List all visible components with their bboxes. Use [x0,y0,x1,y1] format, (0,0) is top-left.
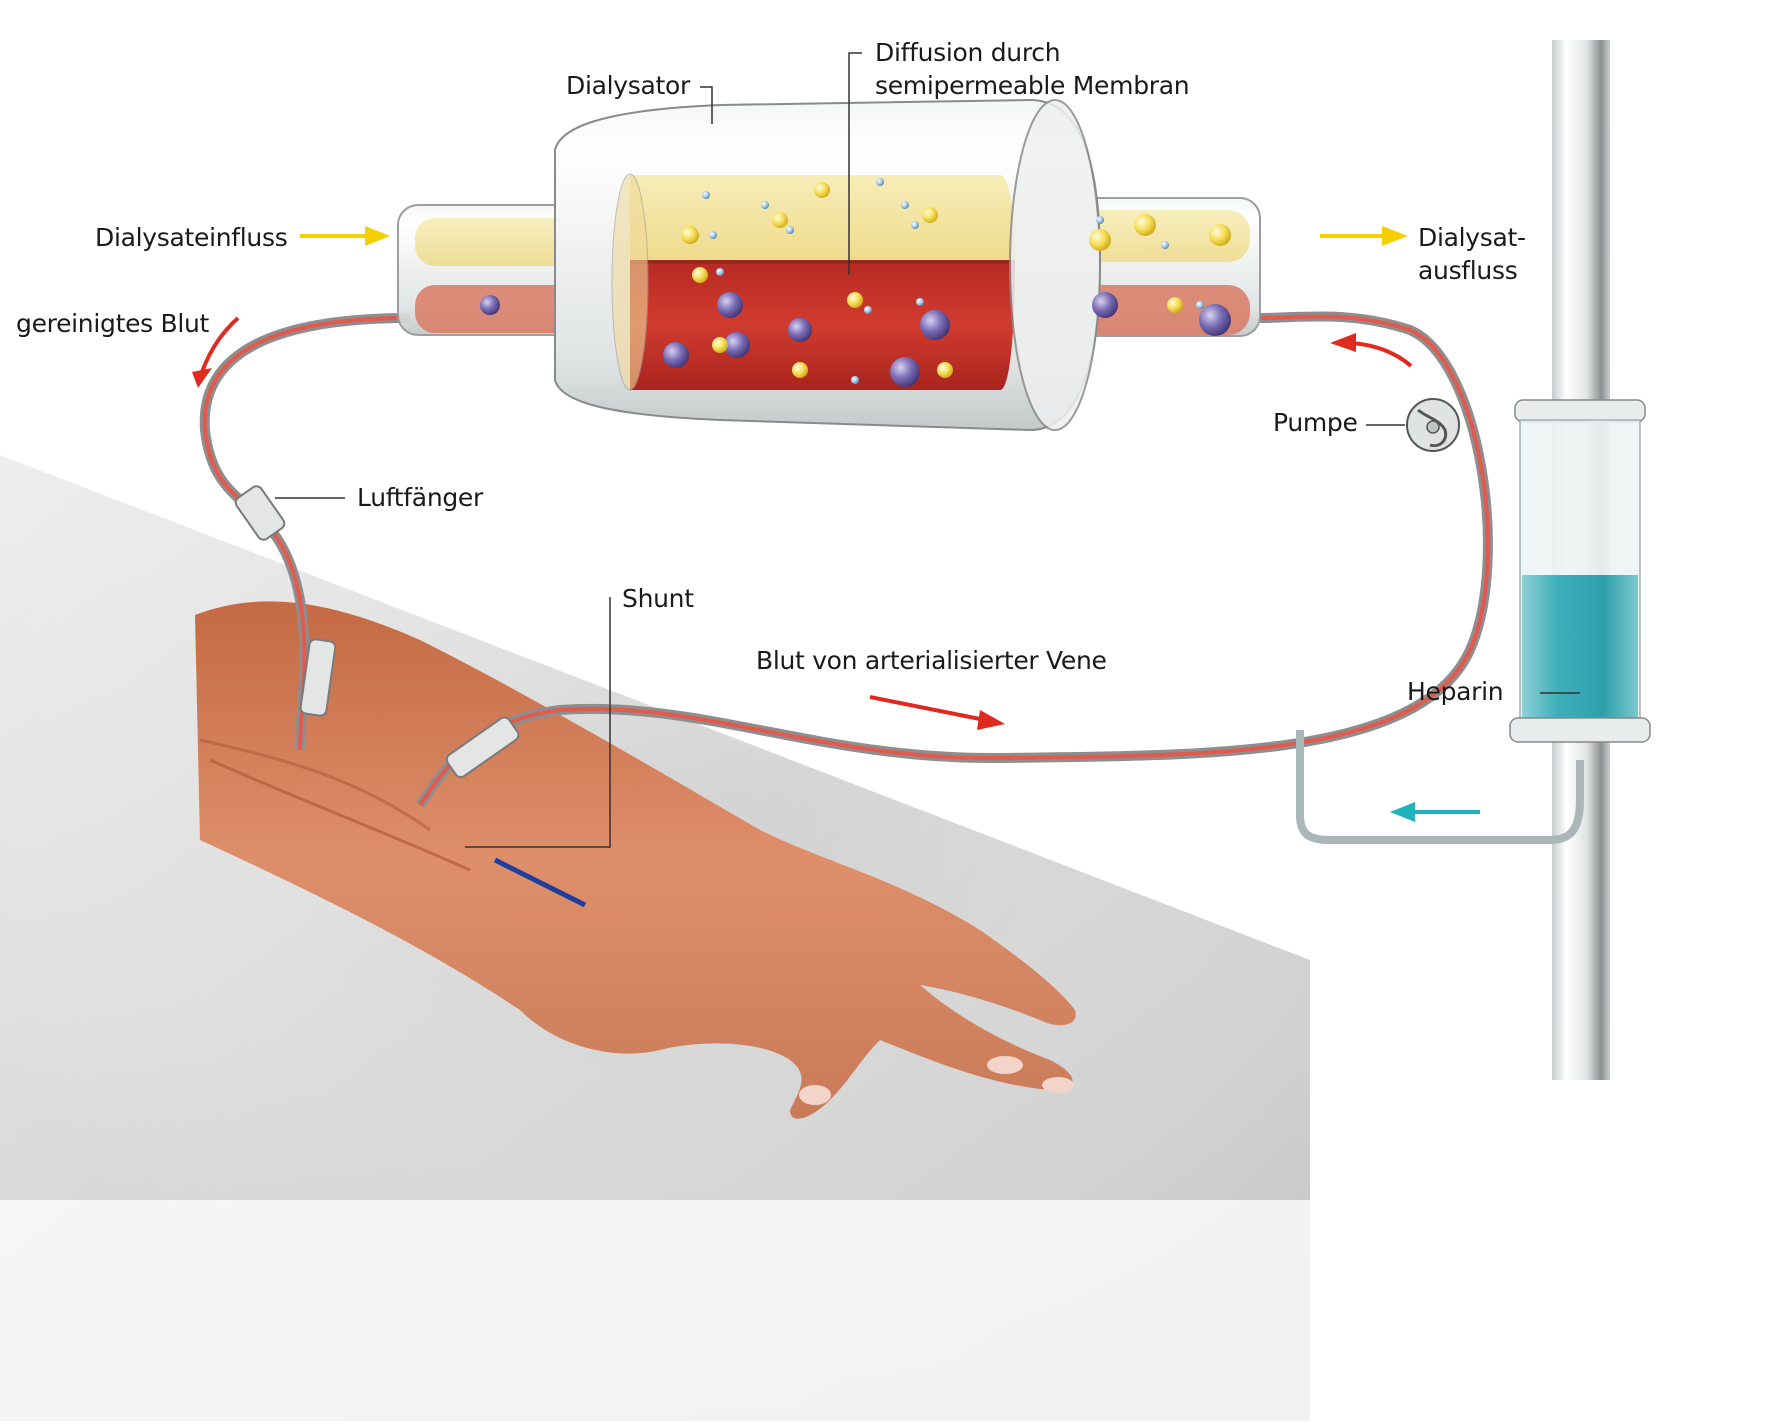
flow-arrows [192,226,1480,822]
dialysate-outflow-arrow [1320,226,1408,246]
particles-medium [681,182,1231,378]
particles-large [480,292,1231,387]
heparin-flow-arrow [1390,802,1480,822]
pump [1406,398,1460,452]
air-trap [234,485,286,541]
label-air-trap: Luftfänger [357,483,483,512]
needle-vein [493,857,587,908]
heparin-syringe [1509,399,1651,743]
fingernail [1042,1077,1074,1093]
pump-flow-arrow [1351,341,1413,368]
label-dialysate-outflow-line2: ausfluss [1418,256,1518,285]
dialyzer [397,98,1261,432]
label-purified-blood: gereinigtes Blut [16,309,210,338]
needle-connector-arterial [445,716,520,779]
dialysate-inflow-arrow [300,226,390,246]
label-pump: Pumpe [1273,408,1358,437]
fingernail [987,1056,1023,1074]
leader-lines [275,52,1580,848]
label-heparin: Heparin [1407,677,1504,706]
fingernail [799,1085,831,1105]
needle-connector-venous [299,638,337,717]
particles-small [702,178,1204,384]
label-arterialized-vein-blood: Blut von arterialisierter Vene [756,646,1107,675]
label-dialysator: Dialysator [566,71,690,100]
patient-arm [195,601,1076,1119]
arterial-flow-arrow [869,695,1005,730]
heparin-fluid [1522,575,1638,720]
blood-tubing [199,311,1584,844]
label-shunt: Shunt [622,584,694,613]
label-diffusion-line1: Diffusion durch [875,38,1061,67]
label-dialysate-inflow: Dialysateinfluss [95,223,288,252]
label-dialysate-outflow-line1: Dialysat- [1418,223,1526,252]
purified-blood-arrow [200,316,240,373]
label-diffusion-line2: semipermeable Membran [875,71,1190,100]
